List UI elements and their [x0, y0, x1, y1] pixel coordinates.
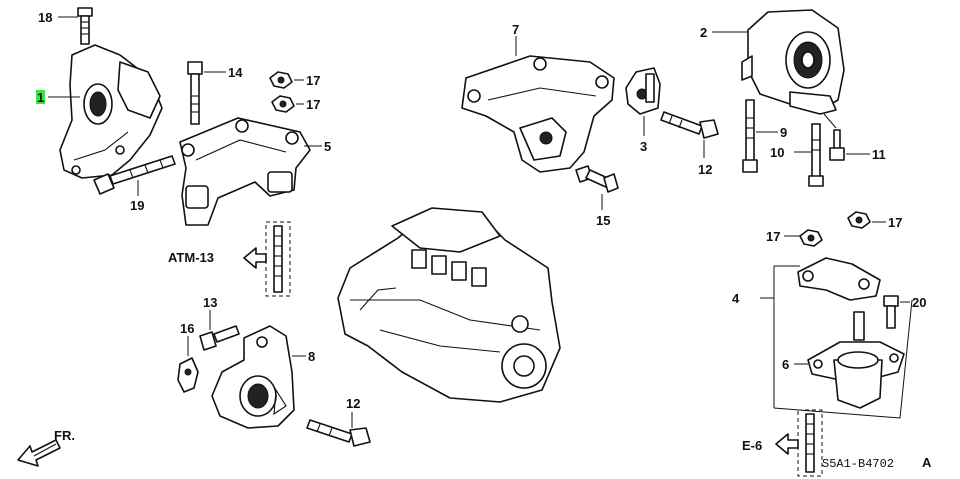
mount-bracket-4[interactable]: [797, 257, 881, 301]
nut-17-upper-a[interactable]: [269, 71, 293, 89]
bolt-14[interactable]: [187, 61, 203, 125]
label-1: 1: [37, 90, 44, 105]
label-13: 13: [203, 295, 217, 310]
mount-8[interactable]: [211, 325, 295, 429]
bolt-19[interactable]: [93, 155, 176, 195]
bracket-7[interactable]: [461, 55, 615, 173]
arrow-left-icon: [243, 247, 267, 269]
label-5: 5: [324, 139, 331, 154]
diagram-code: S5A1-B4702: [822, 457, 894, 471]
bolt-15[interactable]: [575, 165, 619, 193]
label-18: 18: [38, 10, 52, 25]
label-16: 16: [180, 321, 194, 336]
label-12-lower: 12: [346, 396, 360, 411]
label-14: 14: [228, 65, 243, 80]
stud-e6[interactable]: [805, 413, 815, 473]
bolt-12-upper[interactable]: [660, 111, 719, 139]
mount-bracket-1[interactable]: [59, 44, 163, 179]
label-20: 20: [912, 295, 926, 310]
label-8: 8: [308, 349, 315, 364]
bolt-18[interactable]: [77, 7, 93, 45]
front-direction-arrow-icon: [17, 439, 61, 467]
label-17-d: 17: [888, 215, 902, 230]
bracket-5[interactable]: [179, 117, 311, 226]
bolt-20[interactable]: [883, 295, 899, 329]
ref-e-6[interactable]: E-6: [742, 438, 762, 453]
bolt-13[interactable]: [199, 325, 240, 351]
diagram-code-suffix: A: [922, 455, 932, 470]
label-4: 4: [732, 291, 740, 306]
bolt-10[interactable]: [808, 123, 824, 187]
clip-16[interactable]: [177, 357, 199, 393]
label-2: 2: [700, 25, 707, 40]
stud-box-e6: [797, 409, 823, 477]
arrow-left-icon-e6: [775, 433, 799, 455]
label-15: 15: [596, 213, 610, 228]
clip-3[interactable]: [625, 67, 661, 115]
label-7: 7: [512, 22, 519, 37]
engine-block: [337, 207, 561, 403]
label-12-upper: 12: [698, 162, 712, 177]
bolt-12-lower[interactable]: [306, 419, 371, 447]
nut-17-right-b[interactable]: [847, 211, 871, 229]
label-3: 3: [640, 139, 647, 154]
label-front-direction: FR.: [54, 428, 75, 443]
label-17-c: 17: [766, 229, 780, 244]
nut-17-upper-b[interactable]: [271, 95, 295, 113]
nut-17-right-a[interactable]: [799, 229, 823, 247]
bolt-9[interactable]: [742, 99, 758, 173]
label-1-highlight: [36, 90, 45, 104]
bolt-11[interactable]: [829, 129, 845, 161]
label-19: 19: [130, 198, 144, 213]
label-10: 10: [770, 145, 784, 160]
mount-6[interactable]: [807, 311, 905, 409]
stud-atm[interactable]: [273, 225, 283, 293]
label-11: 11: [872, 147, 886, 162]
label-9: 9: [780, 125, 787, 140]
label-17-a: 17: [306, 73, 320, 88]
ref-atm-13[interactable]: ATM-13: [168, 250, 214, 265]
label-17-b: 17: [306, 97, 320, 112]
mount-2[interactable]: [741, 9, 845, 115]
label-6: 6: [782, 357, 789, 372]
